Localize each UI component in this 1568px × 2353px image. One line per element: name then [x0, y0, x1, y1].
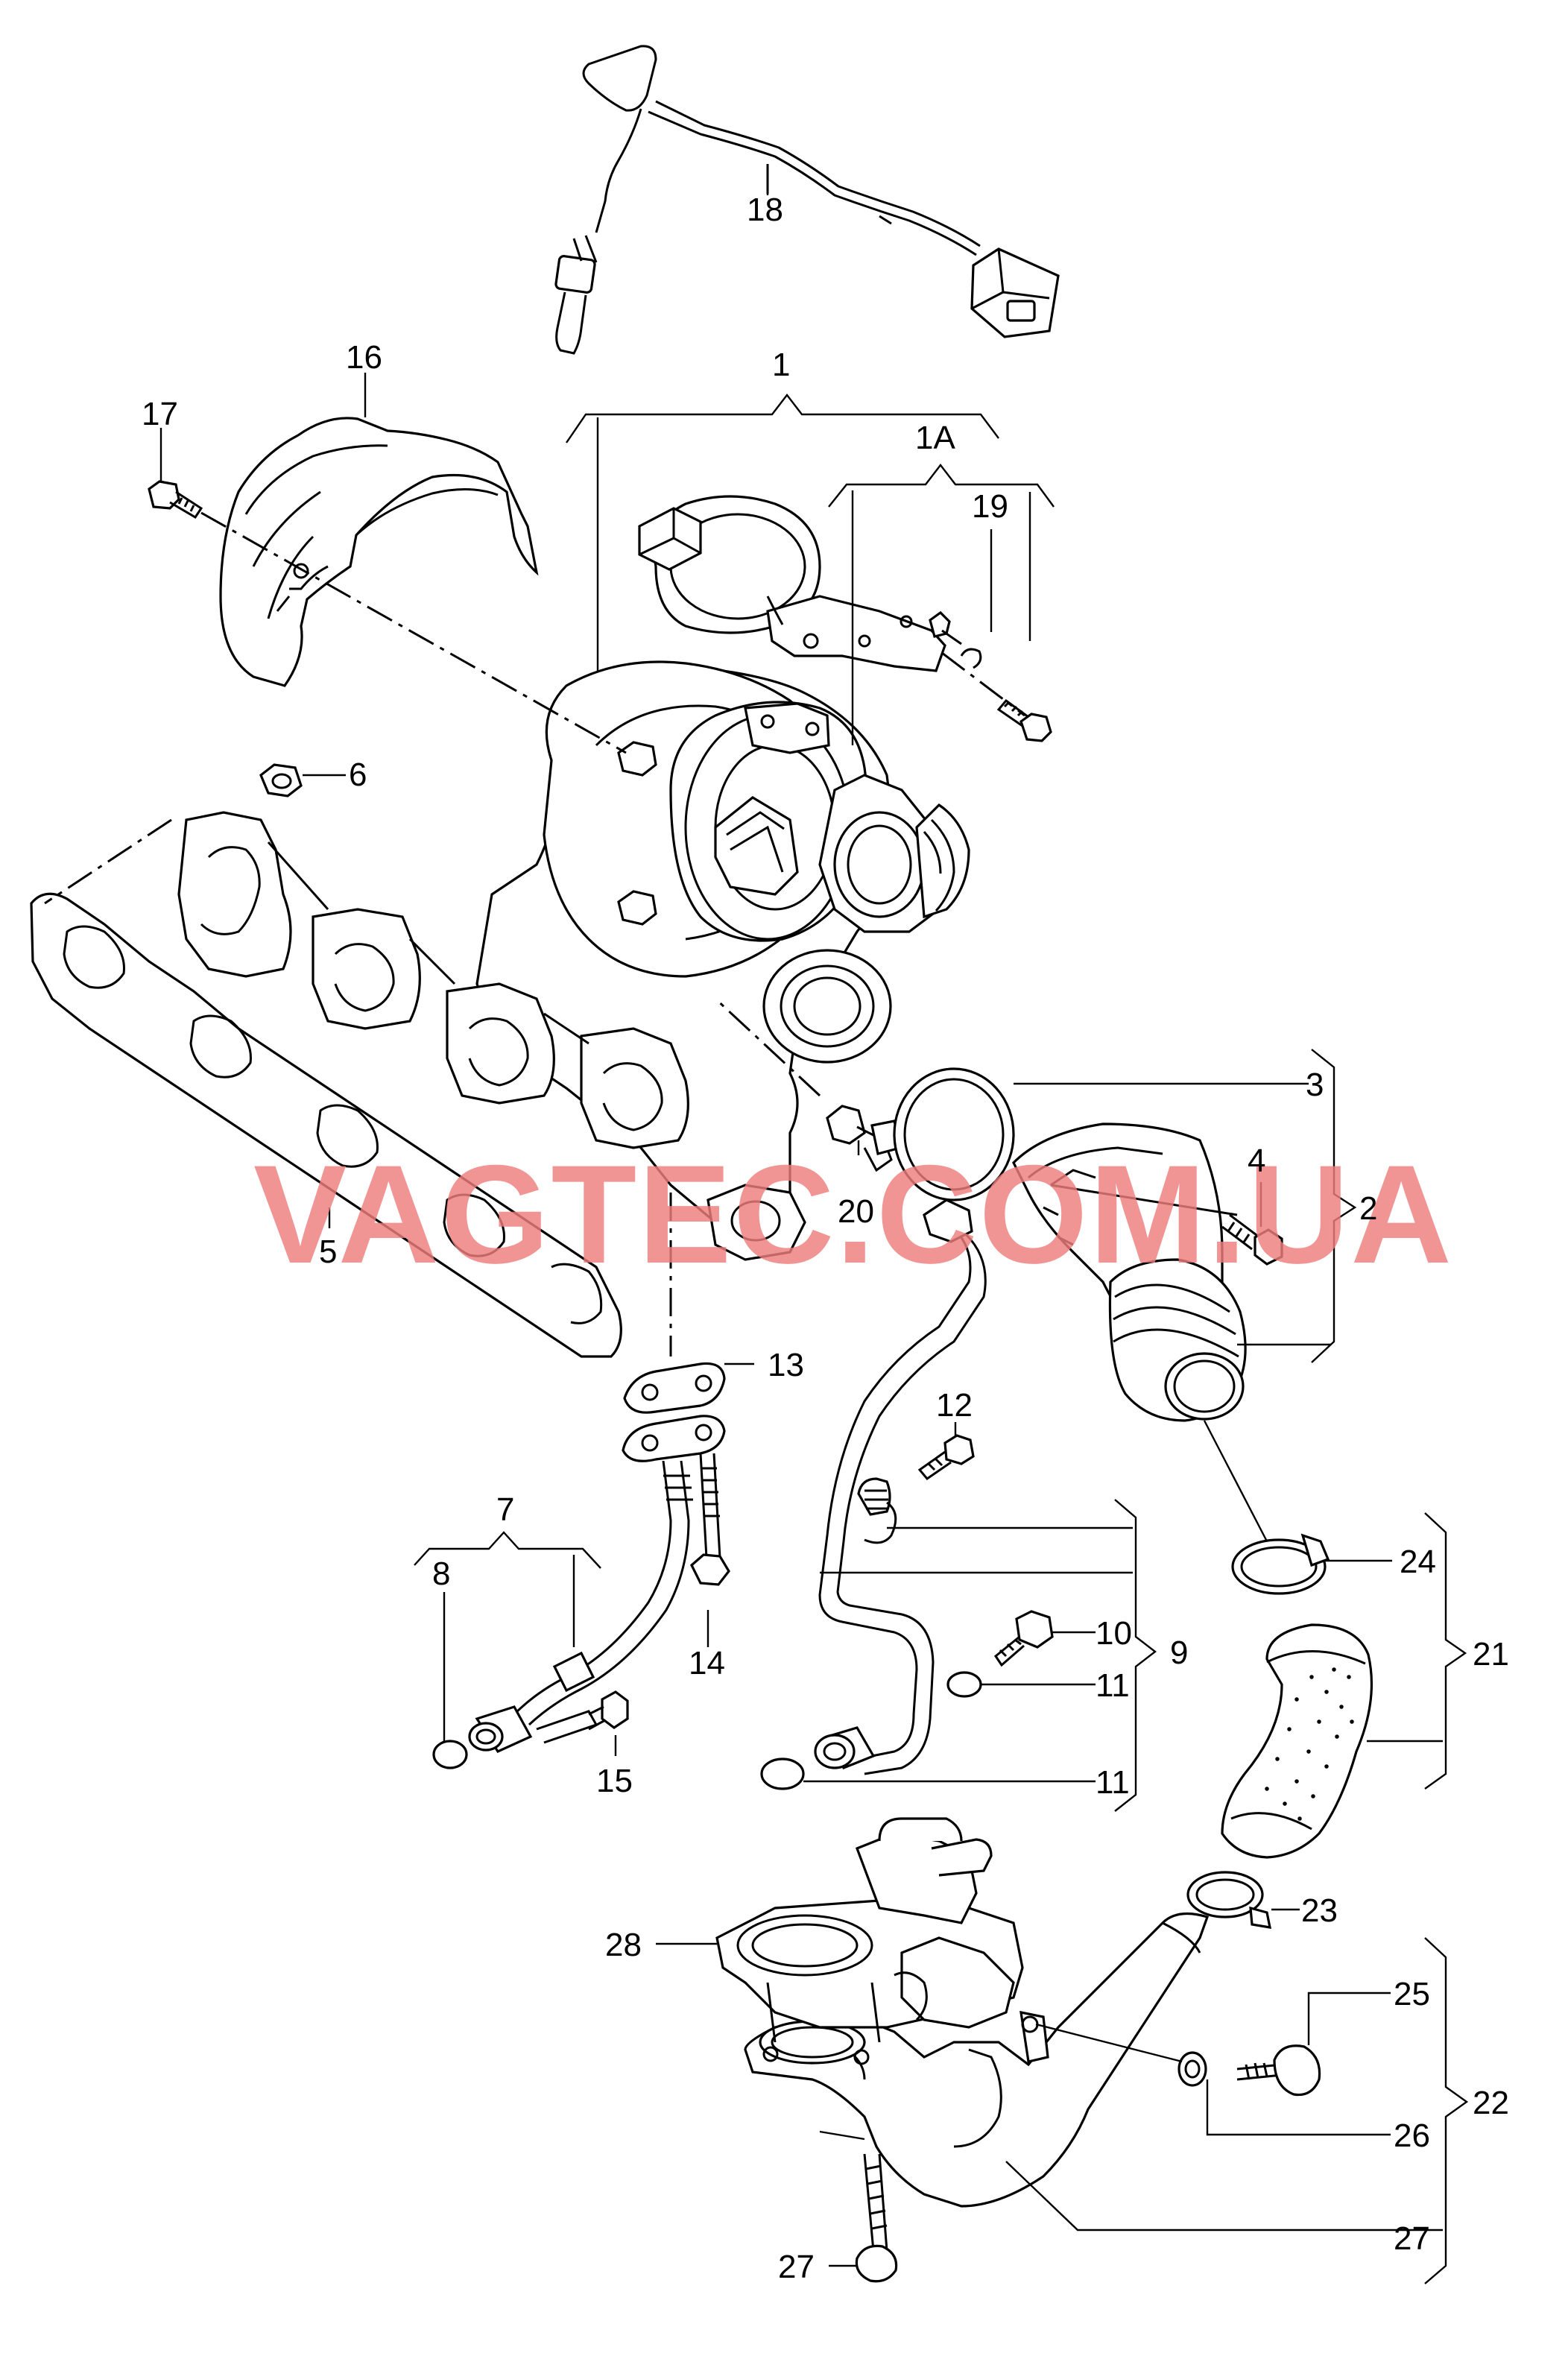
heat-shield-16	[219, 417, 539, 687]
seal-ring-8	[432, 1740, 468, 1769]
callout-15: 15	[596, 1763, 633, 1799]
callout-11-upper: 11	[1096, 1667, 1130, 1704]
callout-21: 21	[1473, 1636, 1509, 1673]
leader-lines	[159, 168, 1469, 2284]
callout-20: 20	[838, 1193, 874, 1230]
callout-26: 26	[1394, 2117, 1430, 2154]
pin-19	[929, 610, 982, 669]
bolt-10	[993, 1610, 1054, 1667]
callout-27-right: 27	[1394, 2220, 1430, 2257]
bolt-17	[148, 480, 203, 519]
callout-9: 9	[1170, 1635, 1188, 1671]
callout-1: 1	[772, 347, 790, 383]
o-ring-3	[893, 1067, 1015, 1201]
callout-28: 28	[605, 1927, 642, 1963]
callout-8: 8	[432, 1555, 450, 1592]
oil-pipe-7	[468, 1415, 726, 1754]
hose-2	[1012, 1122, 1247, 1422]
bolt-12	[917, 1434, 975, 1481]
return-pipe-9	[814, 1198, 987, 1775]
callout-22: 22	[1473, 2085, 1509, 2121]
nut-6	[259, 763, 303, 798]
gasket-5	[30, 892, 622, 1358]
callout-14: 14	[689, 1645, 725, 1681]
actuator-1a	[638, 495, 946, 672]
gasket-13	[623, 1362, 726, 1414]
callout-23: 23	[1301, 1892, 1338, 1929]
pipe-22	[744, 1912, 1210, 2208]
seal-ring-11b	[760, 1757, 805, 1790]
flap-unit-28	[715, 1817, 1024, 2043]
bolt-25	[1236, 2044, 1321, 2097]
callout-18: 18	[747, 192, 783, 228]
turbocharger-1	[177, 660, 970, 1261]
bolt-14	[690, 1453, 730, 1586]
dashed-leaders	[44, 511, 1025, 1356]
callout-13: 13	[768, 1347, 804, 1383]
callout-5: 5	[319, 1234, 337, 1270]
hose-21	[1221, 1623, 1373, 1859]
callout-17: 17	[142, 396, 178, 432]
watermark: VAGTEC.COM.UA	[253, 1136, 1453, 1292]
bolt-15	[536, 1690, 629, 1744]
callout-6: 6	[349, 757, 367, 793]
callout-19: 19	[972, 488, 1008, 525]
callout-27-bottom: 27	[778, 2249, 815, 2285]
seal-ring-11a	[946, 1671, 982, 1698]
callout-12: 12	[936, 1387, 973, 1424]
callout-25: 25	[1394, 1976, 1430, 2012]
hose-clamp-23	[1186, 1871, 1272, 1929]
callout-4: 4	[1248, 1143, 1265, 1179]
callout-16: 16	[346, 339, 382, 376]
bolt-4	[1050, 1184, 1283, 1266]
callout-7: 7	[496, 1491, 514, 1528]
callout-2: 2	[1359, 1190, 1377, 1227]
screw-27	[855, 2153, 898, 2283]
callout-10: 10	[1096, 1615, 1132, 1652]
callout-24: 24	[1400, 1544, 1436, 1580]
washer-26	[1177, 2051, 1207, 2087]
callout-1a: 1A	[915, 420, 955, 456]
bolt-1a	[996, 698, 1052, 742]
callout-3: 3	[1306, 1067, 1324, 1103]
callout-11-lower: 11	[1096, 1764, 1130, 1801]
hose-clamp-24	[1231, 1533, 1330, 1595]
callout-labels: 18 16 17 1 1A 19 6 3 4 2 20 5 13 12 7 8 …	[142, 192, 1509, 2285]
temperature-sensor-18	[554, 45, 1060, 355]
